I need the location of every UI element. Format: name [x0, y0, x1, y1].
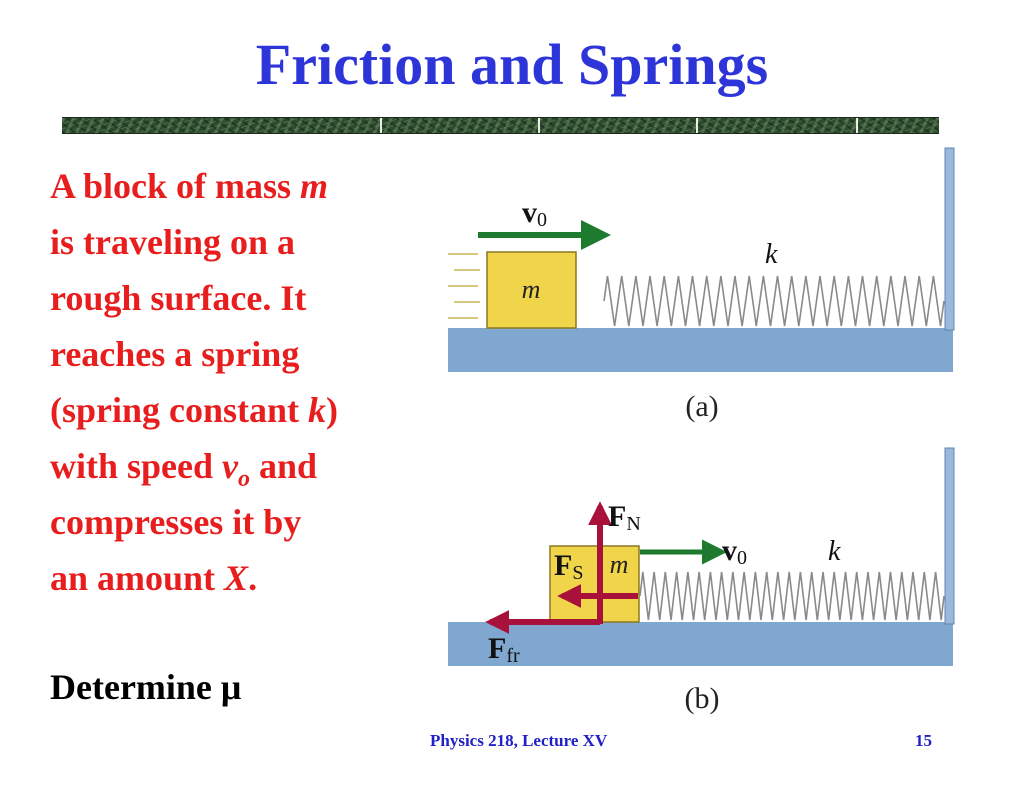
- floor-a: [448, 328, 953, 372]
- speed-symbol: v: [222, 446, 239, 486]
- spring-constant-label-b: k: [828, 536, 841, 567]
- page-number: 15: [915, 731, 932, 750]
- friction-force-label: Ffr: [488, 632, 520, 667]
- motion-lines-a: [448, 253, 480, 319]
- compression-symbol: X: [224, 558, 249, 598]
- mass-symbol: m: [300, 166, 329, 206]
- block-spring-figure: m v0 k (a) m v0 k FN FS Ffr (b): [448, 147, 955, 715]
- wall-a: [944, 147, 955, 331]
- block-mass-label-a: m: [522, 275, 541, 304]
- problem-statement: A block of mass m is traveling on a roug…: [50, 166, 339, 598]
- title-divider: [62, 117, 939, 134]
- panel-a: m v0 k (a): [448, 147, 955, 423]
- spring-a: [603, 275, 945, 327]
- spring-force-label: FS: [554, 549, 583, 584]
- panel-b: m v0 k FN FS Ffr (b): [448, 447, 955, 715]
- floor-b: [448, 622, 953, 666]
- spring-constant-symbol: k: [308, 390, 327, 430]
- task-prompt: Determine μ: [50, 667, 242, 707]
- spring-b: [639, 571, 945, 621]
- spring-constant-label-a: k: [765, 239, 778, 270]
- normal-force-label: FN: [608, 500, 641, 535]
- block-a: [486, 251, 577, 329]
- footer-course: Physics 218, Lecture XV: [430, 731, 608, 750]
- block-mass-label-b: m: [610, 550, 629, 579]
- wall-b: [944, 447, 955, 625]
- slide-title: Friction and Springs: [255, 32, 769, 97]
- block-b: [549, 545, 640, 623]
- velocity-label-a: v0: [522, 196, 547, 231]
- caption-b: (b): [685, 682, 720, 715]
- caption-a: (a): [685, 390, 718, 423]
- velocity-label-b: v0: [722, 534, 747, 569]
